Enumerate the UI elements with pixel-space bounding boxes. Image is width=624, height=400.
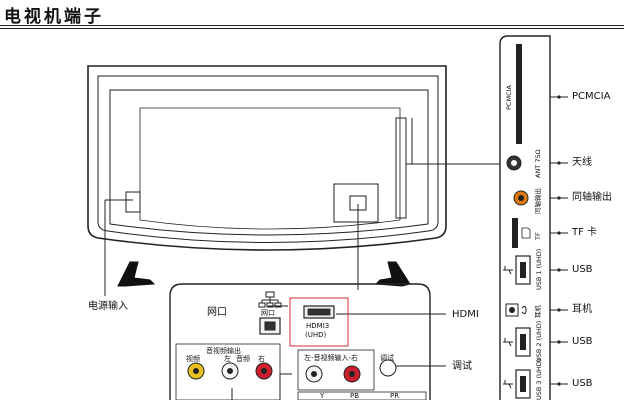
label-av-out-video: 视频 xyxy=(186,355,200,363)
label-hdmi3-uhd: (UHD) xyxy=(305,331,327,339)
label-y: Y xyxy=(320,392,325,400)
vlabel-pcmcia: PCMCIA xyxy=(505,85,513,110)
label-network: 网口 xyxy=(207,307,227,318)
network-icon xyxy=(258,291,282,308)
av-jacks xyxy=(187,359,397,383)
vlabel-coax: 同轴输出 xyxy=(534,188,542,214)
label-network-small: 网口 xyxy=(261,309,275,317)
label-usb3: USB xyxy=(572,378,593,389)
bottom-panel xyxy=(169,283,431,400)
tv-housing xyxy=(87,65,447,251)
label-usb2: USB xyxy=(572,336,593,347)
leader-lines xyxy=(104,118,500,400)
label-coax: 同轴输出 xyxy=(572,192,612,203)
label-power-input: 电源输入 xyxy=(88,301,128,312)
side-leader-dots xyxy=(557,95,561,386)
page-title: 电视机端子 xyxy=(4,7,104,27)
vlabel-antenna: ANT 75Ω xyxy=(534,149,542,178)
vlabel-usb1: USB 1 (UHD) xyxy=(535,248,543,290)
label-av-out-header: 音视频输出 xyxy=(206,347,241,355)
label-headphone: 耳机 xyxy=(572,304,592,315)
label-tf: TF 卡 xyxy=(572,227,598,238)
title-divider xyxy=(0,25,624,29)
label-av-out-left: 左 xyxy=(224,355,231,363)
label-pcmcia: PCMCIA xyxy=(572,91,611,102)
label-hdmi: HDMI xyxy=(452,309,479,320)
label-hdmi3: HDMI3 xyxy=(306,322,330,330)
label-antenna: 天线 xyxy=(572,157,592,168)
label-pb: PB xyxy=(350,392,360,400)
tv-stand xyxy=(117,261,411,287)
vlabel-headphone: 耳机 xyxy=(534,305,542,318)
label-debug-small: 调试 xyxy=(380,354,394,362)
side-panel xyxy=(499,35,551,400)
vlabel-usb3: USB 3 (UHD) xyxy=(535,358,543,400)
label-debug: 调试 xyxy=(452,361,472,372)
label-av-out-right: 右 xyxy=(258,355,265,363)
label-av-out-audio: 音频 xyxy=(236,355,250,363)
label-usb1: USB xyxy=(572,264,593,275)
vlabel-usb2: USB 2 (UHD) xyxy=(535,320,543,362)
usb-icon xyxy=(503,266,527,389)
label-av-in-header: 左-音视频输入-右 xyxy=(304,354,359,362)
vlabel-tf: TF xyxy=(534,232,542,240)
label-pr: PR xyxy=(390,392,400,400)
